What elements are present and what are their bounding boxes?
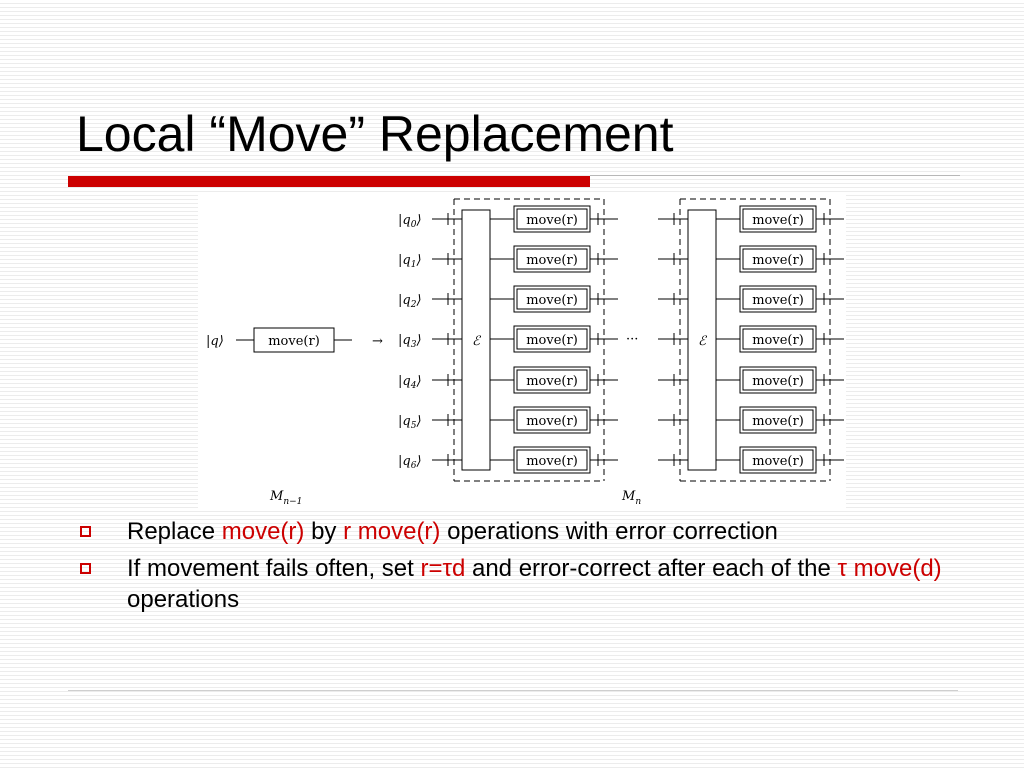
block-left-gate-5-box [513,406,591,434]
block-left-gate-2-box [513,285,591,313]
block-right-gate-6-label: move(r) [752,454,804,469]
bullet-text: If movement fails often, set r=τd and er… [127,555,942,613]
block-left-gate-5-inner [516,409,588,431]
bullet-1-seg-5: operations with error correction [440,518,778,545]
block-left-gate-1-inner [516,248,588,270]
bullet-item-2: If movement fails often, set r=τd and er… [76,553,956,615]
square-bullet-icon [80,563,91,574]
block-left-gate-1-label: move(r) [526,253,578,268]
block-left-encoder-label: ℰ [472,334,481,349]
bullet-1-seg-1: Replace [127,518,222,545]
block-left-qubit-label-0: |q0⟩ [398,213,422,230]
bullet-2-seg-1: If movement fails often, set [127,555,421,582]
label-m-right: Mn [621,489,641,507]
bullet-2-seg-5: operations [127,586,240,613]
bullet-2-seg-3: and error-correct after each of the [465,555,838,582]
arrow-label: → [372,334,383,349]
label-m-left: Mn−1 [269,489,302,507]
title-underline-thin [590,175,960,176]
block-left-gate-0-inner [516,208,588,230]
block-right-gate-5-box [739,406,817,434]
left-gate-label: move(r) [268,334,320,349]
circuit-diagram: |q⟩ move(r) → ··· ℰ |q0⟩ move(r) |q1⟩ move(r) |q2… [206,198,844,507]
block-right-gate-6-inner [742,449,814,471]
block-left-gate-0-box [513,205,591,233]
block-right-gate-6-box [739,446,817,474]
block-left-gate-6-box [513,446,591,474]
ellipsis-label: ··· [626,332,638,347]
block-right-gate-5-inner [742,409,814,431]
block-right-gate-3-box [739,325,817,353]
block-right-encoder-label: ℰ [698,334,707,349]
block-right-gate-4-box [739,366,817,394]
block-right-gate-2-inner [742,288,814,310]
title-underline-accent [68,176,590,187]
bullet-1-seg-4: r move(r) [343,518,441,545]
circuit-figure: |q⟩ move(r) → ··· ℰ |q0⟩ move(r) |q1⟩ move(r) |q2… [198,194,846,510]
bullet-1-seg-2: move(r) [221,518,305,545]
block-right-gate-3-inner [742,328,814,350]
block-left-encoder-box [461,209,491,471]
block-left-gate-2-inner [516,288,588,310]
slide-title: Local “Move” Replacement [76,106,674,162]
block-left-gate-0-label: move(r) [526,213,578,228]
block-right-gate-2-box [739,285,817,313]
block-left-gate-4-inner [516,369,588,391]
block-left-qubit-label-3: |q3⟩ [398,333,422,350]
block-left-qubit-label-5: |q5⟩ [398,414,422,431]
block-right-encoder-box [687,209,717,471]
block-left-gate-4-label: move(r) [526,374,578,389]
bullet-list: Replace move(r) by r move(r) operations … [76,516,956,621]
block-left-gate-3-inner [516,328,588,350]
block-left-qubit-label-4: |q4⟩ [398,374,422,391]
bullet-1-seg-3: by [304,518,344,545]
block-left-gate-2-label: move(r) [526,293,578,308]
block-left-gate-3-label: move(r) [526,333,578,348]
footer-rule [68,690,958,691]
block-left-qubit-label-6: |q6⟩ [398,454,422,471]
block-right-gate-3-label: move(r) [752,333,804,348]
block-right-gate-1-label: move(r) [752,253,804,268]
bullet-2-seg-2: r=τd [420,555,466,582]
block-left-qubit-label-2: |q2⟩ [398,293,422,310]
left-qubit-label: |q⟩ [206,334,224,349]
block-right-gate-4-label: move(r) [752,374,804,389]
block-right-gate-1-inner [742,248,814,270]
block-left-gate-5-label: move(r) [526,414,578,429]
block-left-gate-3-box [513,325,591,353]
block-left-gate-6-inner [516,449,588,471]
bullet-text: Replace move(r) by r move(r) operations … [127,518,778,545]
block-right-gate-4-inner [742,369,814,391]
block-left-gate-6-label: move(r) [526,454,578,469]
block-right-gate-5-label: move(r) [752,414,804,429]
bullet-2-seg-4: τ move(d) [837,555,942,582]
block-right-gate-2-label: move(r) [752,293,804,308]
block-right-gate-0-label: move(r) [752,213,804,228]
block-right-gate-0-inner [742,208,814,230]
square-bullet-icon [80,526,91,537]
block-left-gate-1-box [513,245,591,273]
block-left-qubit-label-1: |q1⟩ [398,253,422,270]
bullet-item-1: Replace move(r) by r move(r) operations … [76,516,956,547]
